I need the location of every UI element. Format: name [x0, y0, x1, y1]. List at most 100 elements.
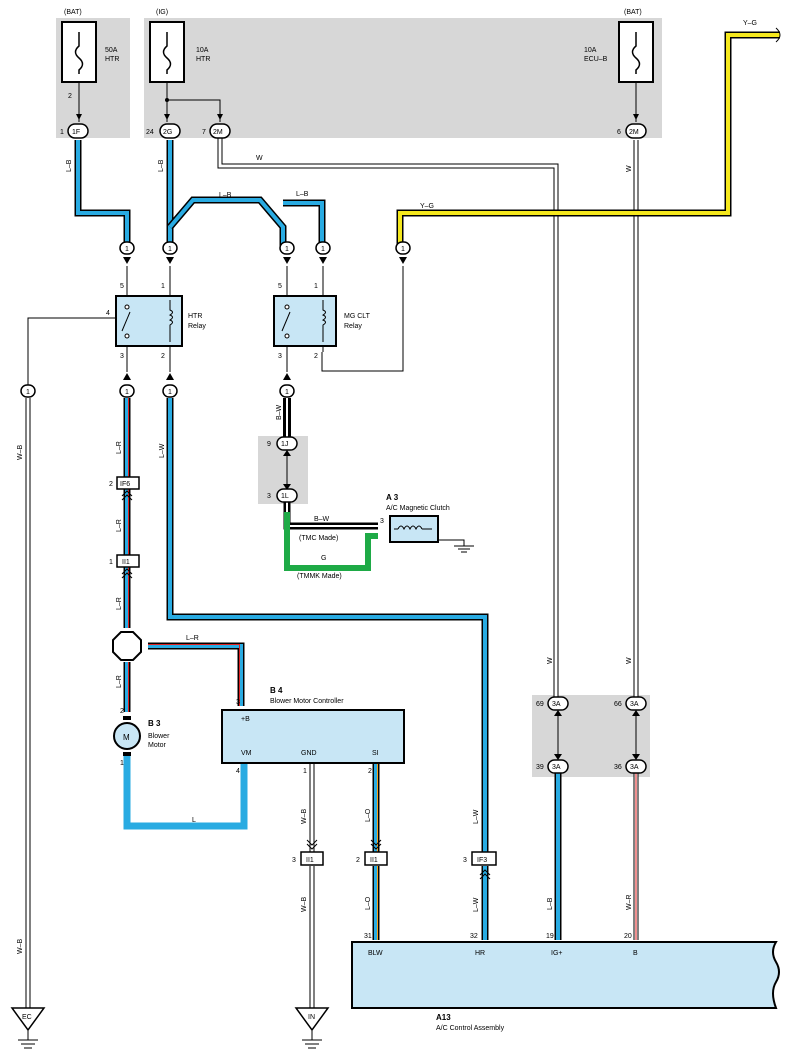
- conn-1-e: 1: [401, 246, 405, 253]
- label-l: L: [192, 817, 196, 824]
- conn-1-h: 1: [168, 389, 172, 396]
- clutch-name: A/C Magnetic Clutch: [386, 505, 450, 512]
- ac-pin-20: 20: [624, 933, 632, 940]
- label-w-2: W: [626, 165, 633, 172]
- label-w-3: W: [547, 657, 554, 664]
- controller-terminal-gnd: GND: [301, 750, 317, 757]
- fuse-htr-50a-rating: 50A: [105, 47, 118, 54]
- conn-ii1-b-pin: 3: [292, 857, 296, 864]
- connector-2m-ig-pin: 7: [202, 129, 206, 136]
- inline-connectors-left: [116, 476, 140, 579]
- ac-control-assembly: [351, 941, 780, 1009]
- blower-motor-name2: Motor: [148, 742, 167, 749]
- blower-motor-symbol: M: [123, 733, 130, 742]
- conn-1-a: 1: [125, 246, 129, 253]
- fuse-htr-10a-name: HTR: [196, 56, 210, 63]
- wire-g: [284, 512, 378, 571]
- junction-1l-label: 1L: [281, 493, 289, 500]
- connector-2m-bat: [625, 123, 647, 139]
- controller-terminal-si: SI: [372, 750, 379, 757]
- connector-1f-label: 1F: [72, 129, 80, 136]
- connector-2g-label: 2G: [163, 129, 172, 136]
- fuse-htr-10a-source: (IG): [156, 9, 168, 16]
- fuse-ecu-b-source: (BAT): [624, 9, 642, 16]
- wire-bw-clutch: [283, 502, 378, 530]
- conn-if3: IF3: [477, 857, 487, 864]
- label-lw-2: L–W: [473, 809, 480, 824]
- label-lb-2: L–B: [158, 159, 165, 172]
- controller-terminal-b: +B: [241, 716, 250, 723]
- mg-relay-pin5: 5: [278, 283, 282, 290]
- mg-relay-pin1: 1: [314, 283, 318, 290]
- conn-1-f: 1: [26, 389, 30, 396]
- conn-if6-pin: 2: [109, 481, 113, 488]
- ac-control-code: A13: [436, 1013, 451, 1022]
- ground-in-label: IN: [308, 1014, 315, 1021]
- ac-control-name: A/C Control Assembly: [436, 1025, 505, 1032]
- blower-motor-controller: [221, 709, 405, 764]
- htr-relay-pin3: 3: [120, 353, 124, 360]
- label-lb-1: L–B: [66, 159, 73, 172]
- htr-relay-sub: Relay: [188, 323, 206, 330]
- label-wb-2: W–B: [17, 939, 24, 955]
- fuse-ecu-b-rating: 10A: [584, 47, 597, 54]
- ac-terminal-b: B: [633, 950, 638, 957]
- conn-1-c: 1: [285, 246, 289, 253]
- blower-motor-name1: Blower: [148, 733, 170, 740]
- junction-1j-label: 1J: [281, 441, 288, 448]
- pin-66: 66: [614, 701, 622, 708]
- label-lo-2: L–O: [365, 896, 372, 910]
- blower-motor: [113, 716, 141, 756]
- conn-ii1-c: II1: [370, 857, 378, 864]
- htr-relay-name: HTR: [188, 313, 202, 320]
- pin-69: 69: [536, 701, 544, 708]
- connector-2m-ig: [209, 123, 231, 139]
- mg-relay-pin3: 3: [278, 353, 282, 360]
- wire-l: [123, 756, 248, 830]
- label-lr-1: L–R: [116, 441, 123, 454]
- ground-ec-label: EC: [22, 1014, 32, 1021]
- clutch-code: A 3: [386, 493, 399, 502]
- junction-3a: [547, 696, 647, 774]
- wire-lb-branch: [167, 196, 326, 247]
- connector-1f-pin: 1: [60, 129, 64, 136]
- connector-2m-bat-pin: 6: [617, 129, 621, 136]
- controller-code: B 4: [270, 686, 283, 695]
- label-wb-3: W–B: [301, 809, 308, 825]
- label-lb-3: L–B: [219, 192, 232, 199]
- conn-if3-pin: 3: [463, 857, 467, 864]
- magnetic-clutch: [389, 515, 474, 553]
- fuse-htr-10a: [149, 21, 223, 122]
- label-lw-3: L–W: [473, 897, 480, 912]
- junction-1j-1l: [276, 436, 298, 503]
- pin-36: 36: [614, 764, 622, 771]
- label-bw-2: B–W: [314, 516, 330, 523]
- label-lo-1: L–O: [365, 808, 372, 822]
- conn-1-d: 1: [321, 246, 325, 253]
- htr-relay: [115, 266, 183, 372]
- mg-relay-pin2: 2: [314, 353, 318, 360]
- wire-lr-b4: [148, 642, 245, 706]
- blower-motor-pin1: 1: [120, 760, 124, 767]
- junction-1j-pin: 9: [267, 441, 271, 448]
- conn-1-i: 1: [285, 389, 289, 396]
- conn-3a-66: 3A: [630, 701, 639, 708]
- wire-mg-coil-return: [321, 266, 404, 372]
- controller-pin2: 2: [368, 768, 372, 775]
- label-bw-1: B–W: [276, 404, 283, 420]
- ac-pin-19: 19: [546, 933, 554, 940]
- ac-pin-32: 32: [470, 933, 478, 940]
- label-w-1: W: [256, 155, 263, 162]
- ac-pin-31: 31: [364, 933, 372, 940]
- label-lr-3: L–R: [116, 597, 123, 610]
- fuse-htr-50a-name: HTR: [105, 56, 119, 63]
- ac-terminal-hr: HR: [475, 950, 485, 957]
- conn-1-g: 1: [125, 389, 129, 396]
- ground-ec: [10, 1007, 46, 1049]
- label-yg-1: Y–G: [743, 20, 757, 27]
- conn-3a-69: 3A: [552, 701, 561, 708]
- wire-group: [25, 31, 780, 1008]
- label-wb-1: W–B: [17, 445, 24, 461]
- conn-3a-39: 3A: [552, 764, 561, 771]
